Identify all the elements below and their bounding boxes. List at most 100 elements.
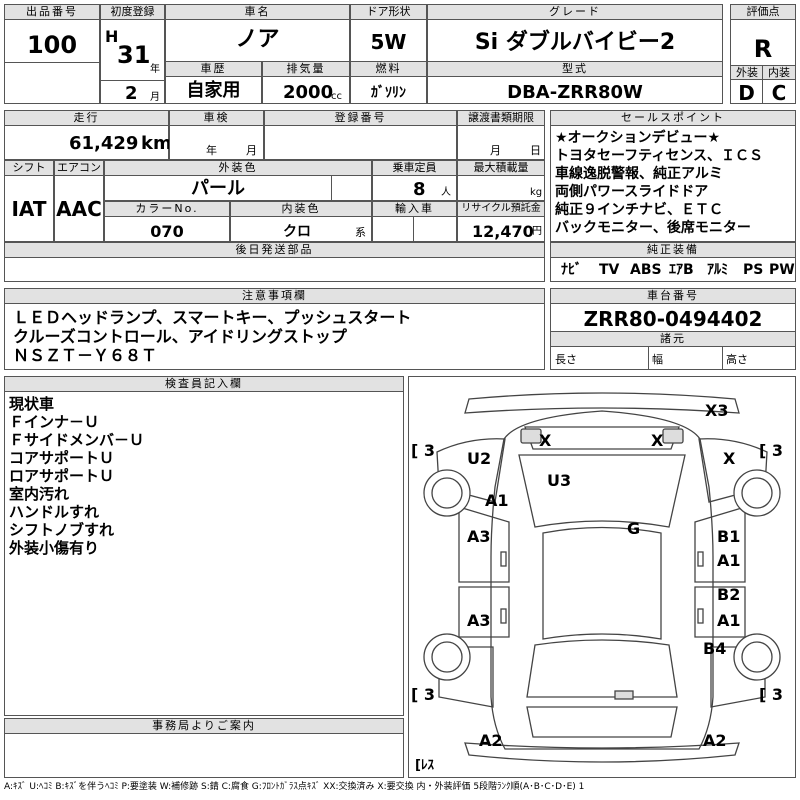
interior-color-value: クロ bbox=[283, 224, 311, 240]
shift-value: IAT bbox=[11, 197, 47, 221]
registration-label: 初度登録 bbox=[101, 5, 164, 20]
recycle-box: リサイクル預託金 12,470 円 bbox=[457, 201, 545, 242]
color-label: 外装色 bbox=[105, 161, 371, 176]
interior-color-label: 内装色 bbox=[231, 202, 371, 217]
damage-mark: A1 bbox=[485, 491, 509, 510]
registration-year: 31 bbox=[117, 41, 151, 69]
import-label: 輸入車 bbox=[373, 202, 456, 217]
score-exterior: D bbox=[738, 81, 755, 105]
displacement-unit: cc bbox=[331, 91, 342, 102]
damage-mark: B1 bbox=[717, 527, 741, 546]
damage-mark: A2 bbox=[479, 731, 503, 750]
damage-mark: A2 bbox=[703, 731, 727, 750]
tire-tread: [ 3 bbox=[759, 685, 784, 704]
chassis-box: 車台番号 ZRR80-0494402 bbox=[550, 288, 796, 332]
spare-tire: [ﾚｽ bbox=[415, 758, 434, 773]
legend-text: A:ｷｽﾞ U:ﾍｺﾐ B:ｷｽﾞを伴うﾍｺﾐ P:要塗装 W:補修跡 S:錆 … bbox=[4, 782, 585, 792]
car-name-value: ノア bbox=[235, 27, 280, 52]
inspector-line: 現状車 bbox=[9, 395, 55, 413]
sales-point-line: 両側パワースライドドア bbox=[555, 184, 709, 200]
notes-box: 注意事項欄 ＬＥＤヘッドランプ、スマートキー、プッシュスタート クルーズコントロ… bbox=[4, 288, 545, 370]
equipment-box: 純正装備 ﾅﾋﾞ TV ABS ｴｱB ｱﾙﾐ PS PW bbox=[550, 242, 796, 282]
notes-label: 注意事項欄 bbox=[5, 289, 544, 304]
damage-mark: X3 bbox=[705, 401, 729, 420]
inspector-line: 外装小傷有り bbox=[9, 539, 100, 557]
lot-label: 出品番号 bbox=[5, 5, 99, 20]
mileage-unit: km bbox=[141, 133, 172, 154]
color-no-box: カラーNo. 070 bbox=[104, 201, 230, 242]
color-box: 外装色 パール bbox=[104, 160, 372, 201]
grade-label: グレード bbox=[428, 5, 722, 20]
damage-mark: X bbox=[539, 431, 552, 450]
registration-era: H bbox=[105, 27, 119, 46]
aircon-label: エアコン bbox=[55, 161, 103, 176]
sales-points-box: セールスポイント ★オークションデビュー★ トヨタセーフティセンス、ＩＣＳ 車線… bbox=[550, 110, 796, 242]
registration-year-unit: 年 bbox=[150, 64, 160, 75]
equipment-label: 純正装備 bbox=[551, 243, 795, 258]
damage-diagram-box: X3 X X U2 X U3 A1 G A3 B1 A1 A3 B2 A1 B4… bbox=[408, 376, 796, 778]
tire-tread: [ 3 bbox=[759, 441, 784, 460]
door-value: 5W bbox=[370, 30, 407, 54]
capacity-value: 8 bbox=[413, 179, 426, 200]
specs-length-label: 長さ bbox=[555, 353, 577, 366]
office-label: 事務局よりご案内 bbox=[5, 719, 403, 734]
import-box: 輸入車 bbox=[372, 201, 457, 242]
history-label: 車歴 bbox=[166, 62, 261, 77]
equipment-item: PS bbox=[743, 262, 764, 278]
specs-width-label: 幅 bbox=[652, 353, 663, 366]
score-box: 評価点 R 外装 内装 D C bbox=[730, 4, 796, 104]
color-no-value: 070 bbox=[150, 222, 184, 241]
model-value: DBA-ZRR80W bbox=[507, 82, 643, 103]
damage-mark: A3 bbox=[467, 527, 491, 546]
specs-height-label: 高さ bbox=[726, 353, 748, 366]
mileage-label: 走行 bbox=[5, 111, 168, 126]
transfer-month-unit: 月 bbox=[490, 144, 501, 157]
equipment-item: ﾅﾋﾞ bbox=[561, 262, 582, 278]
shift-label: シフト bbox=[5, 161, 53, 176]
displacement-box: 排気量 2000 cc bbox=[262, 61, 350, 104]
damage-mark: X bbox=[723, 449, 736, 468]
office-box: 事務局よりご案内 bbox=[4, 718, 404, 778]
max-load-unit: kg bbox=[530, 187, 543, 198]
sales-point-line: 車線逸脱警報、純正アルミ bbox=[555, 166, 723, 182]
displacement-value: 2000 bbox=[283, 82, 334, 103]
sales-point-line: トヨタセーフティセンス、ＩＣＳ bbox=[555, 148, 764, 164]
history-value: 自家用 bbox=[186, 80, 241, 101]
inspector-line: コアサポートＵ bbox=[9, 449, 115, 467]
capacity-box: 乗車定員 8 人 bbox=[372, 160, 457, 201]
mileage-box: 走行 61,429 km bbox=[4, 110, 172, 160]
score-exterior-label: 外装 bbox=[731, 65, 763, 80]
car-name-label: 車名 bbox=[166, 5, 349, 20]
equipment-item: PW bbox=[769, 262, 795, 278]
reg-number-label: 登録番号 bbox=[265, 111, 456, 126]
recycle-label: リサイクル預託金 bbox=[458, 202, 544, 217]
equipment-item: ABS bbox=[630, 262, 662, 278]
equipment-item: TV bbox=[599, 262, 620, 278]
chassis-number: ZRR80-0494402 bbox=[583, 307, 763, 331]
specs-label: 諸元 bbox=[551, 332, 795, 347]
chassis-label: 車台番号 bbox=[551, 289, 795, 304]
registration-box: 初度登録 H 31 年 2 月 bbox=[100, 4, 165, 104]
tire-tread: [ 3 bbox=[411, 441, 436, 460]
specs-box: 諸元 長さ 幅 高さ bbox=[550, 331, 796, 370]
transfer-day-unit: 日 bbox=[530, 144, 541, 157]
inspector-line: 室内汚れ bbox=[9, 485, 70, 503]
damage-mark: B2 bbox=[717, 585, 741, 604]
mileage-value: 61,429 bbox=[69, 133, 139, 154]
inspector-line: Ｆサイドメンバ－Ｕ bbox=[9, 431, 145, 449]
capacity-label: 乗車定員 bbox=[373, 161, 456, 176]
damage-mark: A1 bbox=[717, 551, 741, 570]
sales-point-line: バックモニター、後席モニター bbox=[555, 220, 751, 236]
lot-number: 100 bbox=[26, 31, 78, 59]
score-label: 評価点 bbox=[731, 5, 795, 20]
displacement-label: 排気量 bbox=[263, 62, 349, 77]
shift-box: シフト IAT bbox=[4, 160, 54, 242]
equipment-item: ｱﾙﾐ bbox=[707, 262, 728, 278]
equipment-item: ｴｱB bbox=[669, 262, 694, 278]
model-box: 型式 DBA-ZRR80W bbox=[427, 61, 723, 104]
damage-mark: U3 bbox=[547, 471, 572, 490]
later-parts-box: 後日発送部品 bbox=[4, 242, 545, 282]
capacity-unit: 人 bbox=[441, 187, 451, 198]
inspection-box: 車検 年 月 bbox=[169, 110, 264, 160]
max-load-label: 最大積載量 bbox=[458, 161, 544, 176]
